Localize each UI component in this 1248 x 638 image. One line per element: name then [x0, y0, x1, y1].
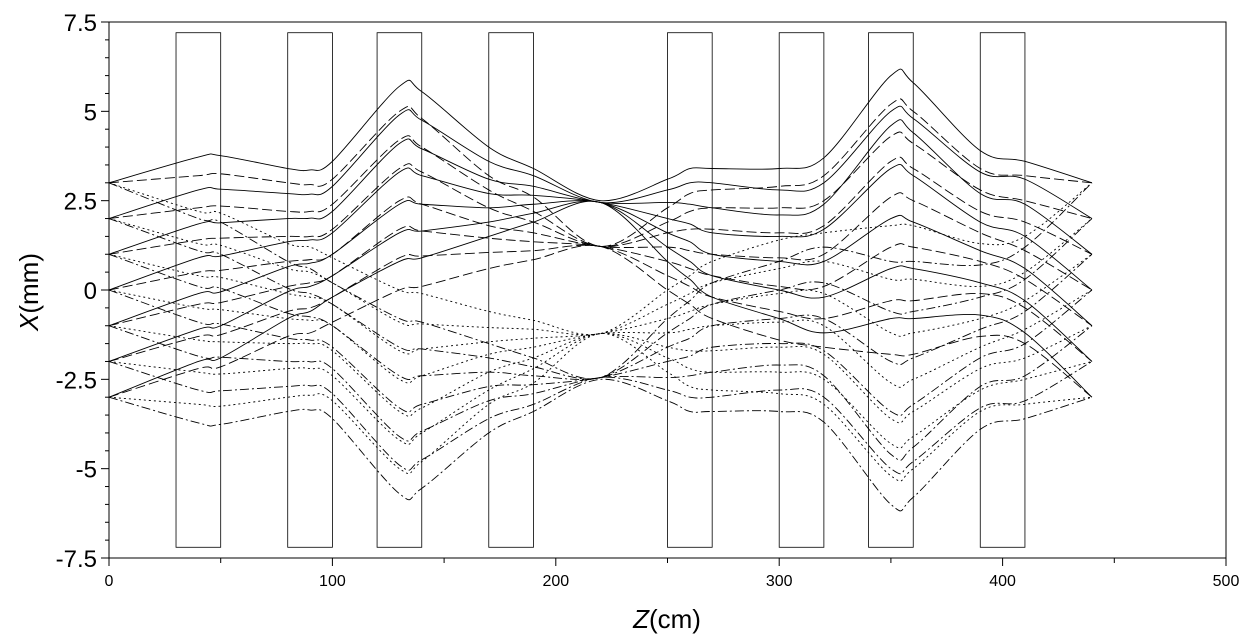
ray-line-20 [108, 325, 1093, 424]
y-axis-unit: (mm) [14, 253, 44, 314]
ray-line-27 [108, 244, 1093, 398]
y-tick-label: 2.5 [64, 189, 97, 216]
optical-element-4 [488, 32, 534, 548]
ray-line-16 [108, 333, 1093, 482]
ray-line-23 [108, 225, 1093, 327]
optical-element-3 [376, 32, 423, 548]
y-tick-label: 0 [84, 278, 97, 305]
y-tick-label: 5 [84, 99, 97, 126]
y-tick-label: -2.5 [56, 367, 97, 394]
optical-element-2 [287, 32, 333, 548]
ray-line-15 [108, 98, 1093, 247]
y-tick-label: -5 [76, 457, 97, 484]
y-axis-title: X(mm) [14, 253, 44, 332]
ray-line-13 [108, 200, 1093, 398]
x-axis-title: Z(cm) [632, 604, 701, 634]
ray-line-12 [108, 218, 1093, 380]
ray-line-2 [108, 378, 1093, 512]
ray-line-6 [108, 325, 1093, 461]
y-tick-label: -7.5 [56, 546, 97, 573]
ray-line-22 [108, 289, 1093, 388]
x-tick-label: 200 [542, 573, 569, 590]
x-tick-label: 500 [1213, 573, 1240, 590]
y-tick-label: 7.5 [64, 10, 97, 37]
optical-element-5 [667, 32, 713, 548]
x-tick-label: 0 [105, 573, 114, 590]
ray-line-1 [108, 68, 1093, 202]
optical-element-1 [175, 32, 222, 548]
ray-line-4 [108, 361, 1093, 475]
x-axis-variable: Z [632, 604, 650, 634]
y-axis-variable: X [14, 312, 44, 332]
ray-series [108, 68, 1093, 512]
optical-element-8 [979, 32, 1026, 548]
axes: 0 100 200 300 400 500 7.5 5 2.5 0 -2.5 -5 -7.5 [56, 10, 1240, 590]
x-axis-unit: (cm) [649, 604, 701, 634]
optical-element-7 [868, 32, 914, 548]
x-tick-label: 300 [766, 573, 793, 590]
x-tick-label: 400 [989, 573, 1016, 590]
x-tick-label: 100 [319, 573, 346, 590]
ray-line-14 [108, 182, 1093, 380]
ray-line-24 [108, 253, 1093, 355]
